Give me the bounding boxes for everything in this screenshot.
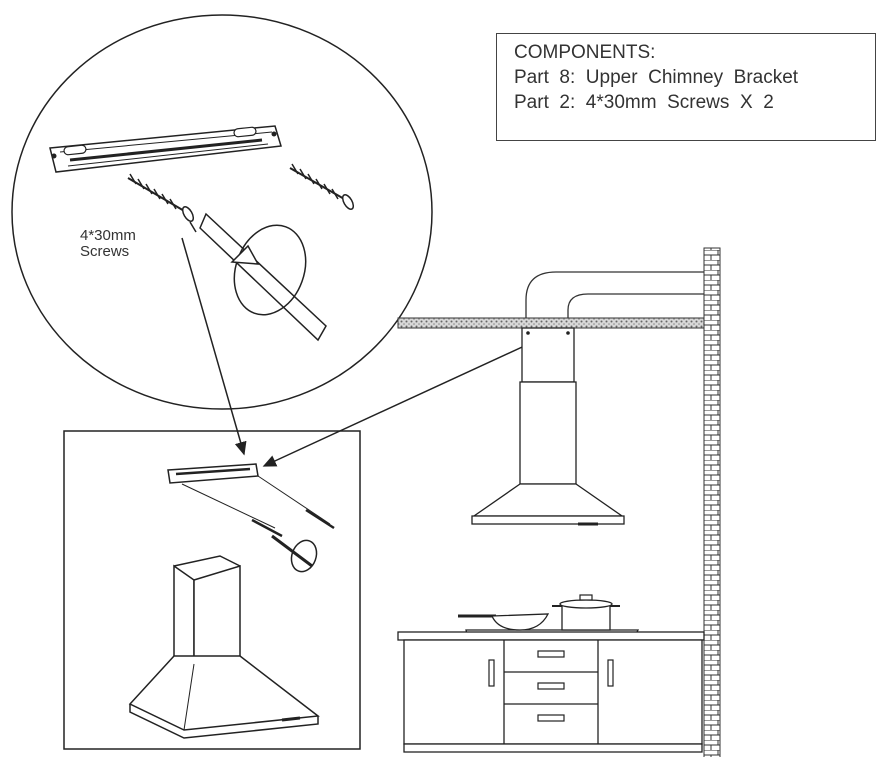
range-hood-inset <box>128 555 320 739</box>
screw-left-detail <box>127 173 195 222</box>
components-box: COMPONENTS: Part 8: Upper Chimney Bracke… <box>496 33 876 141</box>
inset-box <box>63 430 361 750</box>
range-hood-installed <box>471 327 625 526</box>
room-scene <box>397 247 721 757</box>
screw-label-name: Screws <box>80 243 130 260</box>
component-line-part8: Part 8: Upper Chimney Bracket <box>514 67 799 88</box>
upper-chimney-bracket-detail <box>49 125 282 173</box>
cooking-pot <box>552 594 620 631</box>
screw-label-size: 4*30mm <box>80 227 136 244</box>
components-title: COMPONENTS: <box>514 42 656 63</box>
brick-wall <box>703 247 721 757</box>
arrow-to-inset <box>181 237 247 456</box>
ceiling-slab <box>397 317 705 329</box>
duct-pipe <box>525 271 704 318</box>
frying-pan <box>458 613 550 631</box>
screw-label: 4*30mm Screws <box>80 228 136 260</box>
kitchen-cabinet <box>397 631 705 753</box>
component-line-part2: Part 2: 4*30mm Screws X 2 <box>514 92 774 113</box>
rotation-arrow-icon <box>230 224 307 316</box>
magnified-callout <box>11 14 433 410</box>
screwdriver-small <box>271 534 318 573</box>
screwdriver-detail <box>189 212 327 342</box>
screw-right-detail <box>289 163 355 210</box>
arrow-to-ceiling <box>262 335 547 467</box>
